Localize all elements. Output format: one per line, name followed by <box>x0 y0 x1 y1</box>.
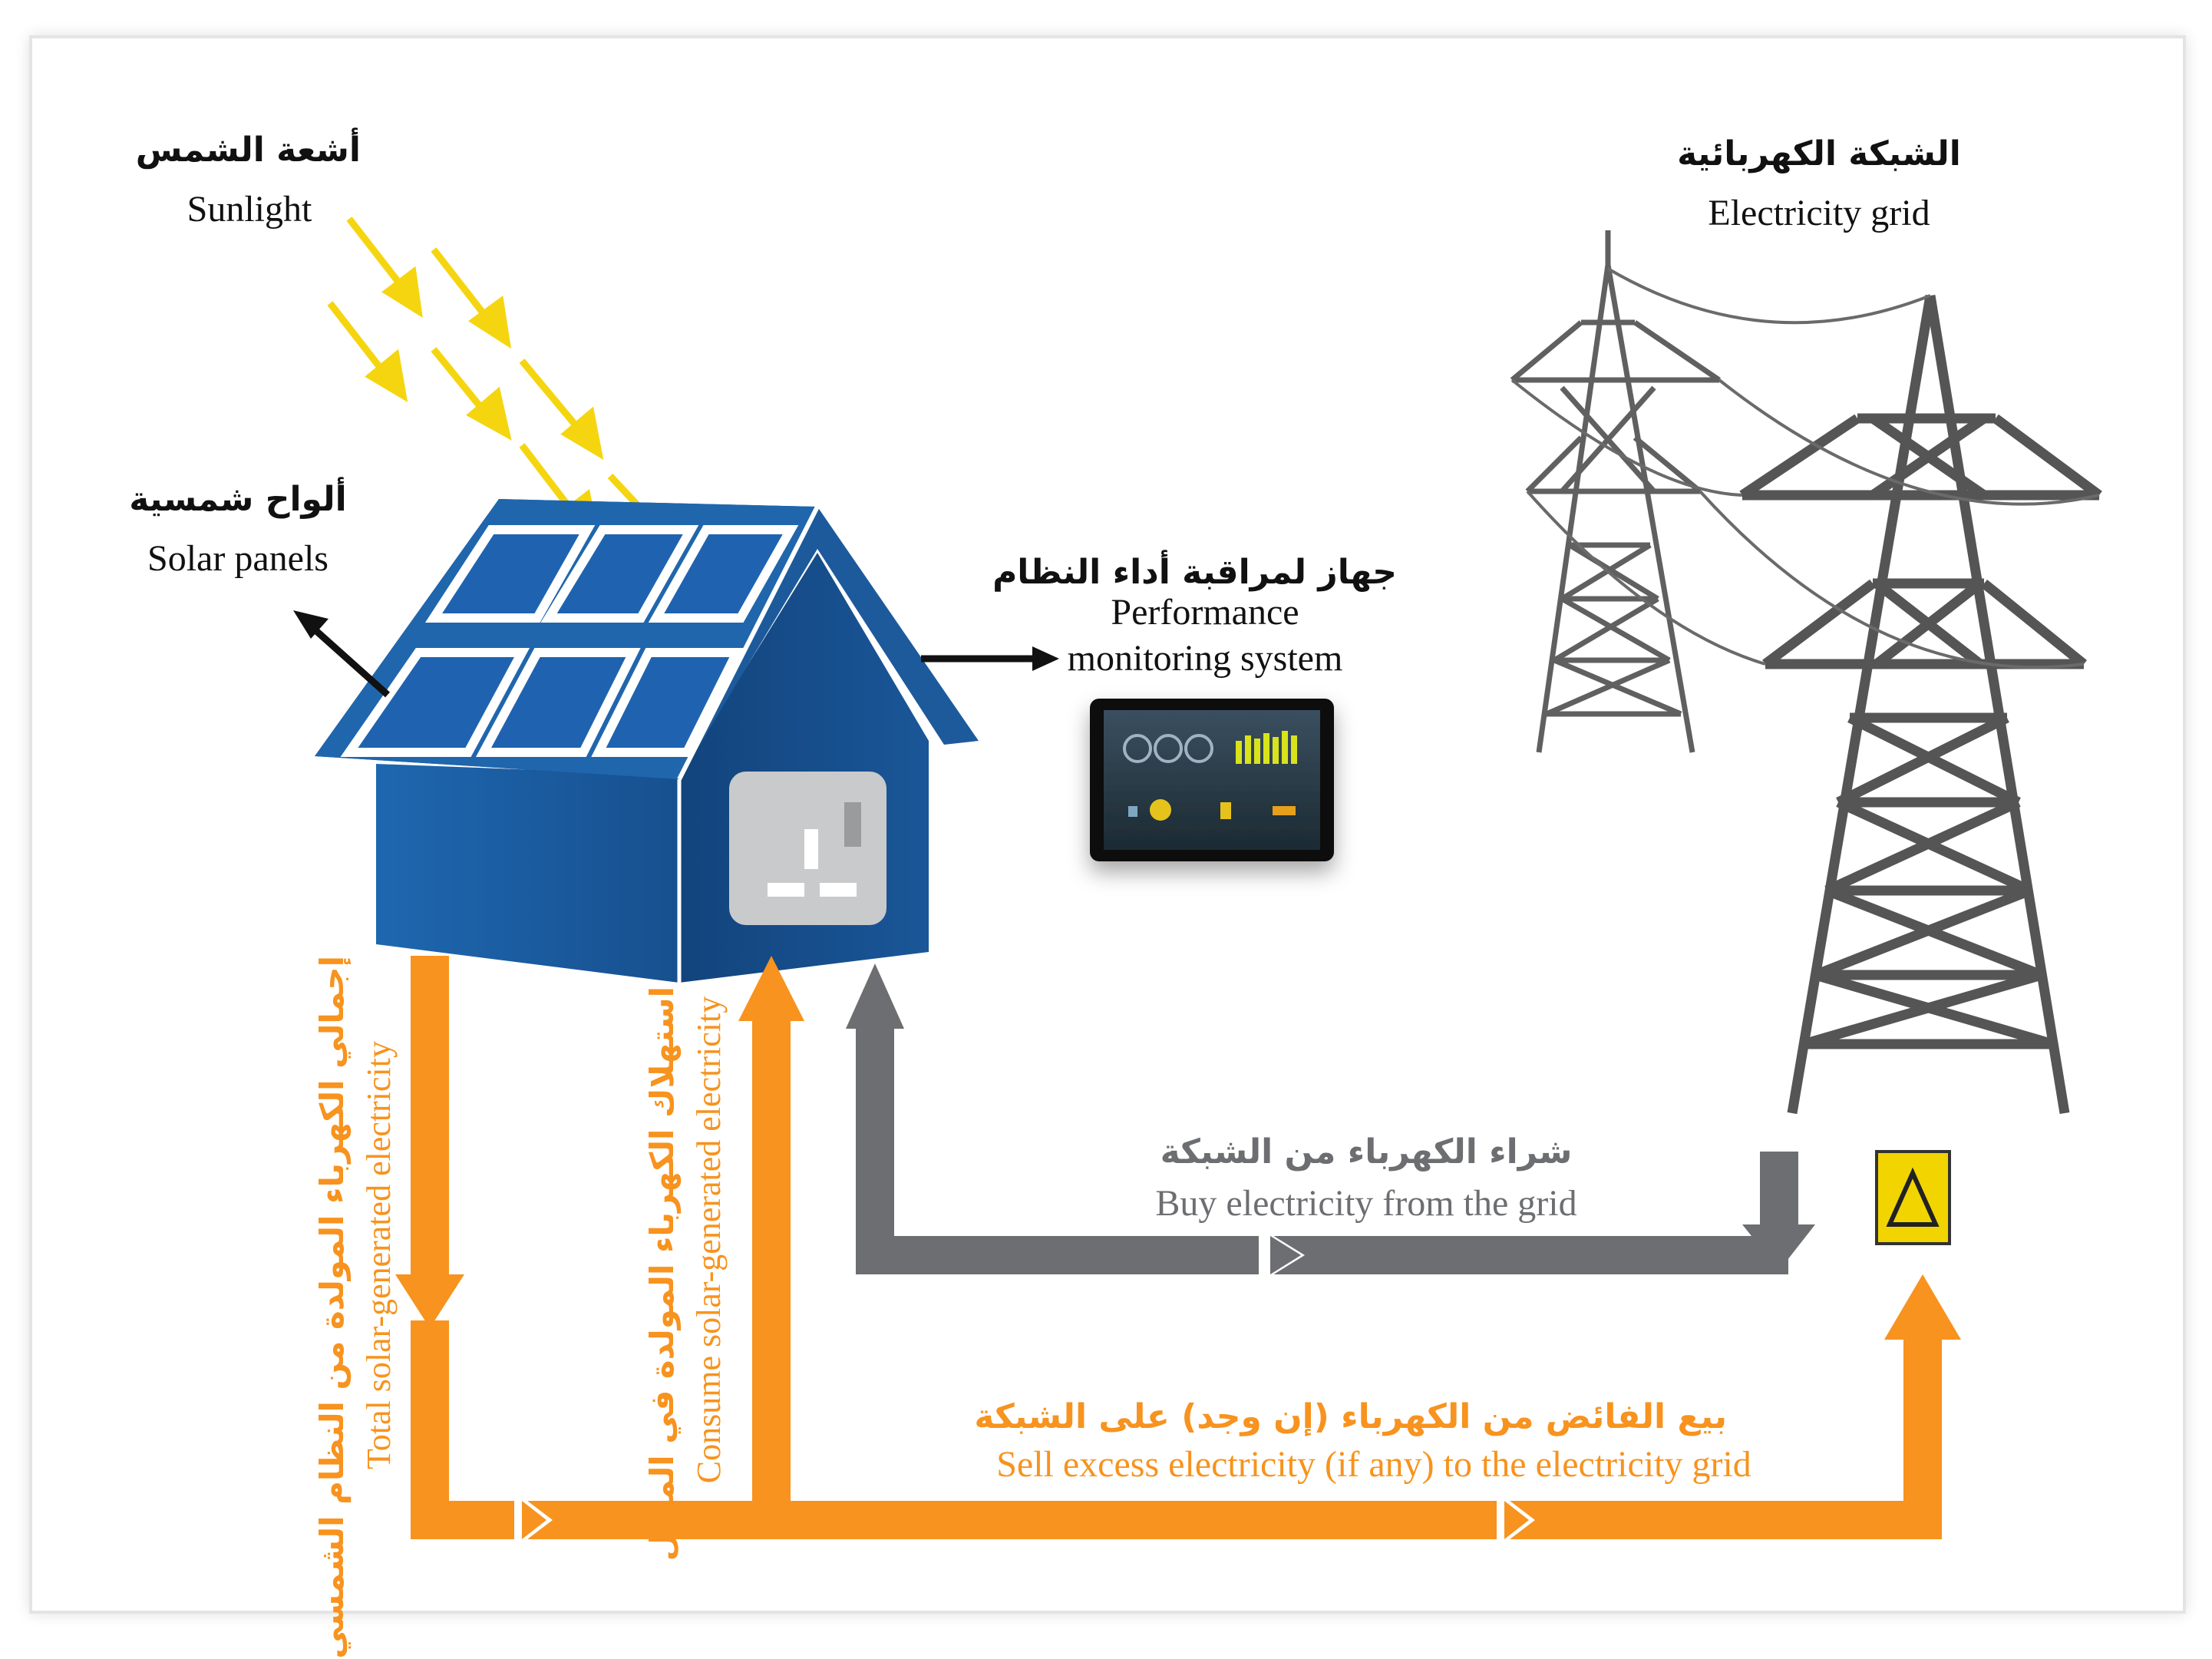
monitoring-pointer-arrow <box>921 646 1059 671</box>
monitoring-label-en-line2: monitoring system <box>1067 638 1343 679</box>
consume-label-en: Consume solar-generated electricity <box>690 996 728 1484</box>
electricity-tower-front <box>1739 294 2102 1115</box>
sun-ray-5 <box>519 359 604 460</box>
solar-panel <box>475 648 641 757</box>
sunlight-label-ar: أشعة الشمس <box>135 131 361 170</box>
sun-ray-1 <box>346 216 423 318</box>
total-label-ar: إجمالي الكهرباء المولدة من النظام الشمسي <box>313 956 351 1659</box>
sun-ray-3 <box>327 301 408 402</box>
buy-label-ar: شراء الكهرباء من الشبكة <box>1160 1132 1573 1172</box>
sun-ray-2 <box>431 247 511 349</box>
sell-label-en: Sell excess electricity (if any) to the … <box>996 1444 1751 1485</box>
electricity-tower-back <box>1510 230 1721 753</box>
solar-panels-pointer-arrow <box>293 610 391 698</box>
solar-panels <box>340 525 799 757</box>
sell-flow-arrow <box>395 956 1961 1549</box>
solar-panels-label-en: Solar panels <box>147 538 328 579</box>
buy-flow-arrow <box>846 963 1815 1284</box>
grid-label-en: Electricity grid <box>1708 193 1930 233</box>
buy-label-en: Buy electricity from the grid <box>1155 1183 1577 1224</box>
consume-label-ar: استهلاك الكهرباء المولدة في المنزل <box>643 986 681 1562</box>
solar-panel <box>648 525 799 623</box>
tablet-dashboard-icon <box>1090 699 1334 861</box>
sell-label-ar: بيع الفائض من الكهرباء (إن وجد) على الشب… <box>974 1397 1727 1436</box>
total-label-en: Total solar-generated electricity <box>360 1041 398 1469</box>
house <box>315 499 979 983</box>
house-front-wall <box>376 764 679 983</box>
sunlight-label-en: Sunlight <box>187 189 312 230</box>
grid-label-ar: الشبكة الكهربائية <box>1677 134 1961 174</box>
monitoring-label-ar: جهاز لمراقبة أداء النظام <box>992 553 1397 592</box>
power-lines <box>1510 267 2100 669</box>
solar-panel <box>340 648 530 757</box>
solar-panels-label-ar: ألواح شمسية <box>129 480 347 519</box>
monitoring-label-en-line1: Performance <box>1111 592 1299 633</box>
solar-panel <box>424 525 596 623</box>
warning-triangle-icon <box>1875 1150 1951 1245</box>
power-socket-icon <box>729 772 886 925</box>
solar-panel <box>540 525 699 623</box>
solar-panel <box>591 648 744 757</box>
sun-ray-4 <box>431 347 512 441</box>
